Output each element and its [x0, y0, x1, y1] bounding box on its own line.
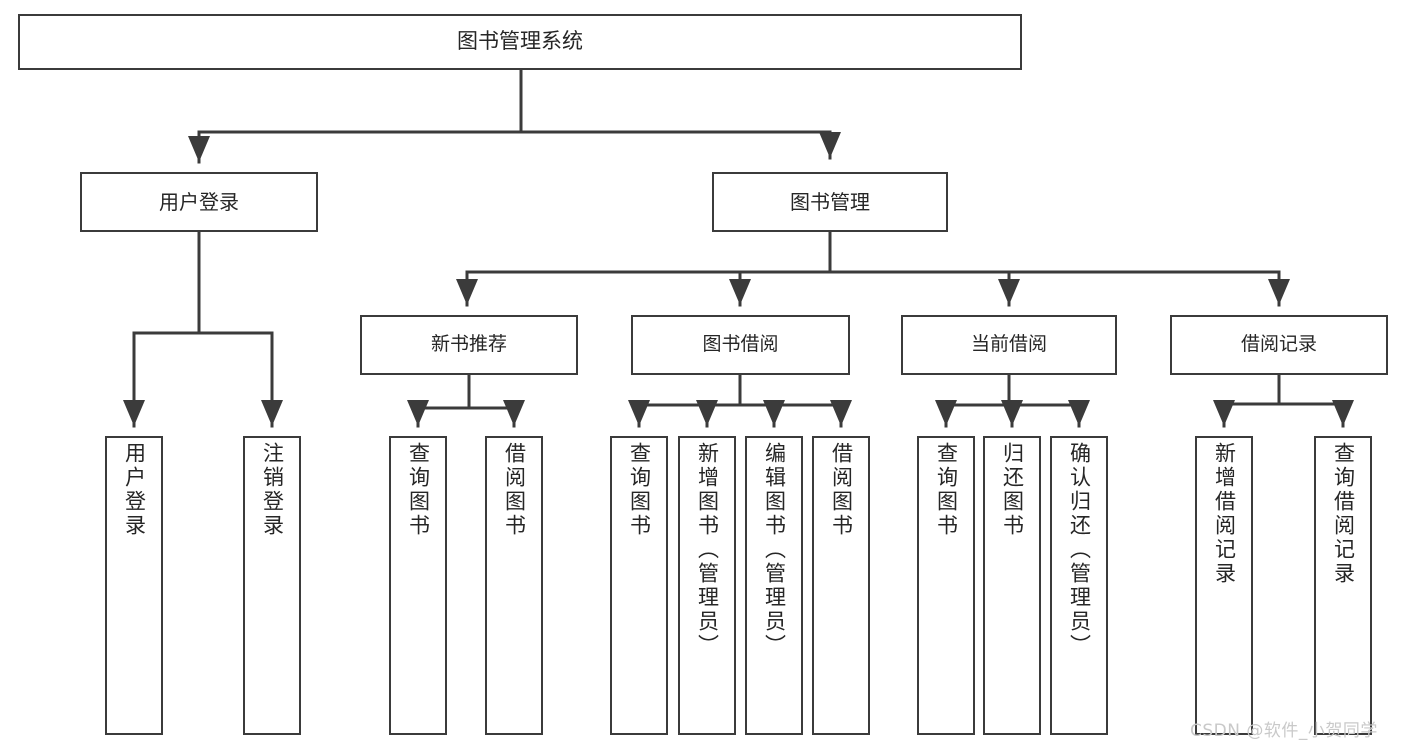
node-leaf-query-book-3[interactable]: 查询图书 [917, 436, 975, 735]
node-leaf-edit-book[interactable]: 编辑图书（管理员） [745, 436, 803, 735]
node-new-book-recommend[interactable]: 新书推荐 [360, 315, 578, 375]
node-leaf-confirm-return-label: 确认归还（管理员） [1067, 442, 1092, 658]
node-leaf-user-login-label: 用户登录 [122, 442, 147, 538]
node-new-book-recommend-label: 新书推荐 [430, 333, 507, 356]
node-leaf-return-book[interactable]: 归还图书 [983, 436, 1041, 735]
node-leaf-return-book-label: 归还图书 [1000, 442, 1025, 538]
node-leaf-borrow-book-2[interactable]: 借阅图书 [812, 436, 870, 735]
node-leaf-query-record[interactable]: 查询借阅记录 [1314, 436, 1372, 735]
node-leaf-logout-label: 注销登录 [260, 442, 285, 538]
node-borrow-record-label: 借阅记录 [1240, 333, 1317, 356]
node-current-borrow[interactable]: 当前借阅 [901, 315, 1117, 375]
node-book-borrow[interactable]: 图书借阅 [631, 315, 850, 375]
node-root-label: 图书管理系统 [457, 29, 583, 54]
node-leaf-query-book-2[interactable]: 查询图书 [610, 436, 668, 735]
node-book-management[interactable]: 图书管理 [712, 172, 948, 232]
node-leaf-query-book-1-label: 查询图书 [406, 442, 431, 538]
node-leaf-borrow-book-2-label: 借阅图书 [829, 442, 854, 538]
node-root[interactable]: 图书管理系统 [18, 14, 1022, 70]
node-leaf-query-book-3-label: 查询图书 [934, 442, 959, 538]
node-leaf-logout[interactable]: 注销登录 [243, 436, 301, 735]
node-leaf-borrow-book-1-label: 借阅图书 [502, 442, 527, 538]
node-book-management-label: 图书管理 [790, 189, 870, 214]
node-user-login-label: 用户登录 [159, 189, 239, 214]
node-leaf-user-login[interactable]: 用户登录 [105, 436, 163, 735]
csdn-watermark: CSDN @软件_小贺同学 [1190, 721, 1378, 741]
node-leaf-edit-book-label: 编辑图书（管理员） [762, 442, 787, 658]
node-leaf-add-record-label: 新增借阅记录 [1212, 442, 1237, 586]
node-current-borrow-label: 当前借阅 [970, 333, 1047, 356]
node-user-login[interactable]: 用户登录 [80, 172, 318, 232]
node-leaf-add-book[interactable]: 新增图书（管理员） [678, 436, 736, 735]
node-leaf-add-record[interactable]: 新增借阅记录 [1195, 436, 1253, 735]
node-leaf-borrow-book-1[interactable]: 借阅图书 [485, 436, 543, 735]
node-leaf-add-book-label: 新增图书（管理员） [695, 442, 720, 658]
node-borrow-record[interactable]: 借阅记录 [1170, 315, 1388, 375]
node-book-borrow-label: 图书借阅 [702, 333, 779, 356]
node-leaf-query-book-2-label: 查询图书 [627, 442, 652, 538]
node-leaf-query-record-label: 查询借阅记录 [1331, 442, 1356, 586]
node-leaf-query-book-1[interactable]: 查询图书 [389, 436, 447, 735]
node-leaf-confirm-return[interactable]: 确认归还（管理员） [1050, 436, 1108, 735]
